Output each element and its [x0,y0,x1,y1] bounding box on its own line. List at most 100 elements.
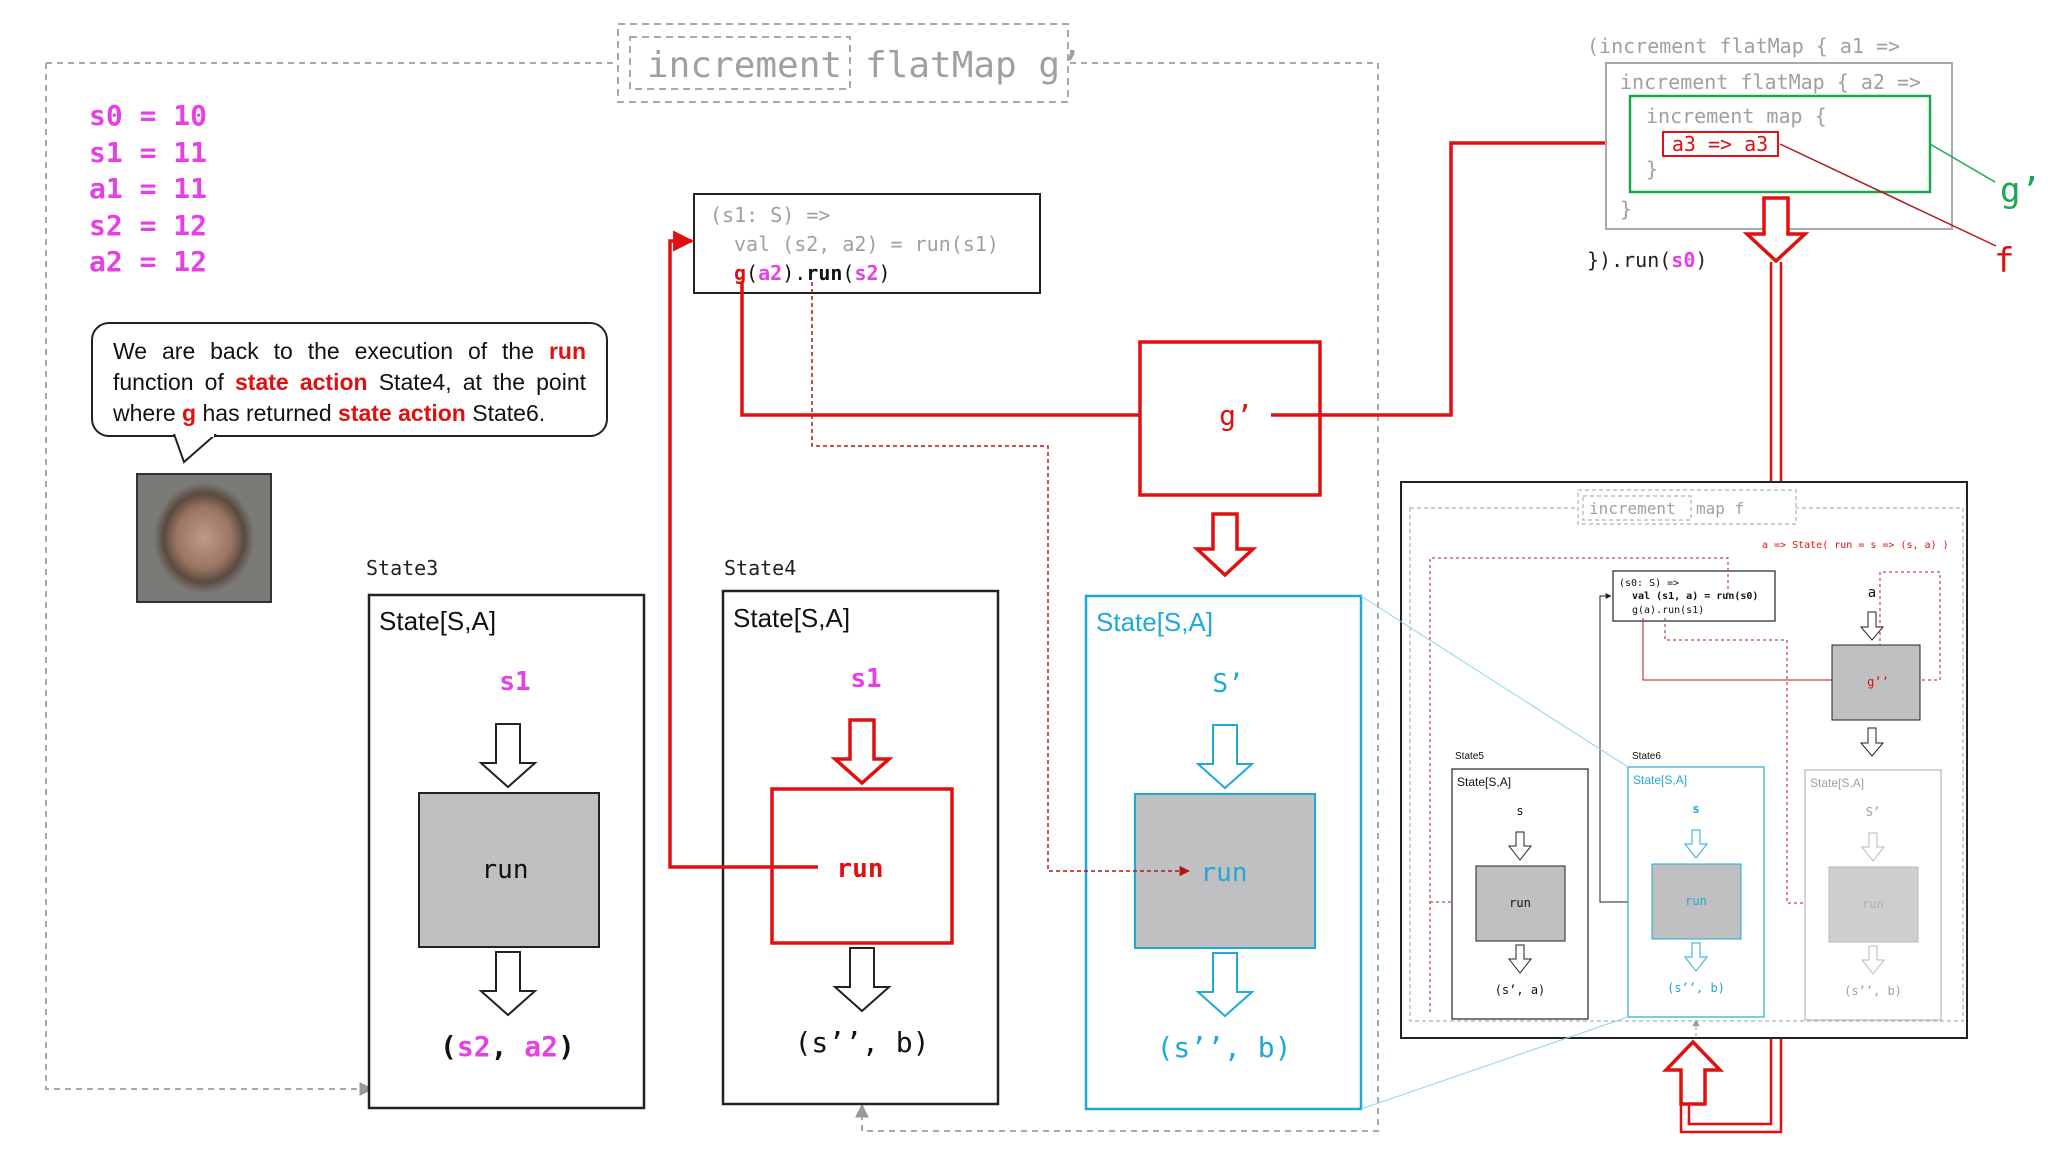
variable-list: s0 = 10 s1 = 11 a1 = 11 s2 = 12 a2 = 12 [89,98,207,281]
speech-bubble-tail [173,434,217,464]
nested-code-line7: }).run(s0) [1587,248,1707,272]
thumb-state5-output: (s’, a) [1495,983,1546,997]
thumb-state5-input: s [1516,804,1523,818]
state6-run-box [1134,793,1316,949]
thumb-code2: val (s1, a) = run(s0) [1632,591,1758,602]
header-flatmap: flatMap g’ [865,45,1082,86]
thumbnail-header-increment: increment [1589,499,1676,518]
gprime-pointer-line [1929,143,1996,183]
state3-run: run [482,855,529,885]
speech-bubble: We are back to the execution of the run … [91,322,608,437]
thumb-red-g-to-g2 [1642,618,1847,684]
variable-a2: a2 = 12 [89,245,208,278]
state3-down-arrow-2 [478,951,538,1017]
person-photo-icon [136,473,272,603]
thumb-code1: (s0: S) => [1619,578,1679,589]
thumb-state7-input: S’ [1866,805,1880,819]
thumb-state5-type: State[S,A] [1457,775,1511,789]
thumb-state5-label: State5 [1455,751,1484,762]
state3-type: State[S,A] [379,606,496,636]
state4-input: s1 [850,664,881,694]
thumbnail-header-map: map f [1696,499,1744,518]
thumb-state7-run: run [1862,897,1884,911]
nested-down-arrow [1742,196,1810,264]
thumbnail-lambda: a => State( run = s => (s, a) ) [1762,540,1949,551]
code-line3: g(a2).run(s2) [734,261,891,285]
state6-run: run [1201,858,1248,888]
speech-w1: We are back to the execution of the [113,338,535,364]
zoom-line-top [1360,595,1629,768]
nested-code-line5: } [1646,157,1658,181]
nested-code-line3: increment map { [1646,104,1827,128]
thumb-state5-run-box [1475,865,1566,942]
nested-code-line6: } [1620,197,1632,221]
f-pointer-line [1779,143,1997,247]
speech-state-action-1: state action [235,369,368,395]
thumb-state6-output: (s’’, b) [1667,981,1725,995]
state4-run: run [837,854,884,884]
thumb-g2-box [1831,644,1921,721]
gprime-side-label: g’ [2000,171,2041,211]
thumb-state6-input: s [1692,802,1699,816]
header-increment-box [629,36,851,90]
state6-input: S’ [1212,669,1243,699]
code-box [693,193,1041,294]
state3-run-box [418,792,600,948]
thumb-state7-type: State[S,A] [1810,776,1864,790]
state4-down-arrow-2 [832,947,892,1013]
f-side-label: f [1994,241,2014,281]
variable-s0: s0 = 10 [89,99,208,132]
thumb-state5-arrow2 [1507,944,1533,974]
red-arrow-run-to-code [668,230,818,869]
nested-code-line2: increment flatMap { a2 => [1620,70,1921,94]
thumb-state7-run-box [1828,866,1919,943]
thumb-state6-arrow2 [1683,942,1709,972]
speech-state-action-2: state action [338,400,466,426]
variable-s1: s1 = 11 [89,135,208,169]
state3-input: s1 [499,667,530,697]
thumb-code-box [1612,570,1776,622]
thumbnail-up-arrow [1661,1039,1725,1106]
variable-a1: a1 = 11 [89,172,208,205]
state6-down-arrow-1 [1195,724,1255,790]
thumb-state7-arrow1 [1860,832,1886,862]
thumb-state6-run: run [1685,894,1707,908]
speech-run: run [548,338,586,364]
thumb-state5-run: run [1509,896,1531,910]
code-line2: val (s2, a2) = run(s1) [734,232,999,256]
thumb-state6-arrow1 [1683,829,1709,859]
thumb-g2-label: g’’ [1867,675,1889,689]
gprime-label: g’ [1219,399,1253,432]
thumb-g2-arrow [1859,727,1885,757]
outer-dashed-left [45,63,374,1096]
header-increment: increment [647,45,842,86]
thumb-state6-run-box [1651,863,1742,940]
thumb-state7-output: (s’’, b) [1844,984,1902,998]
state3-output: (s2, a2) [440,1030,575,1063]
state6-type: State[S,A] [1096,607,1213,637]
thumb-state7-arrow2 [1860,945,1886,975]
red-arrow-gprime-to-code [1271,132,1631,417]
nested-f-box [1662,131,1779,157]
state3-down-arrow-1 [478,723,538,789]
thumb-dashed-lambda-to-g2 [1879,571,1941,681]
gprime-label-bg [1210,400,1270,432]
zoom-line-bottom [1360,1016,1629,1110]
speech-w5: State6. [472,400,546,426]
state4-label: State4 [724,556,796,580]
state4-down-arrow-red [830,718,894,786]
thumb-dashed-run-to-lambda [1429,557,1729,1012]
speech-g: g [182,400,197,426]
state6-output: (s’’, b) [1157,1031,1292,1064]
thumb-state6-label: State6 [1632,751,1661,762]
state6-down-arrow-2 [1195,952,1255,1018]
red-arrow-g-to-gprime [740,282,1205,426]
outer-dashed-frame [46,62,1379,1132]
speech-w2: function of [113,369,224,395]
nested-code-line1: (increment flatMap { a1 => [1587,34,1900,58]
state4-type: State[S,A] [733,603,850,633]
dashed-arrow-code-to-state6-run [811,282,1191,877]
state3-label: State3 [366,556,438,580]
thumb-code3: g(a).run(s1) [1632,605,1704,616]
